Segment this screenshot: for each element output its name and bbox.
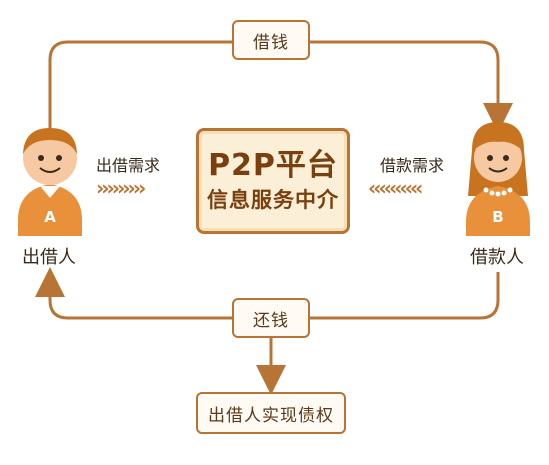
borrow-money-box: 借钱: [232, 20, 310, 60]
borrower-label: 借款人: [470, 247, 524, 268]
borrow-demand-arrow-icon: ‹‹‹‹‹‹‹‹‹‹: [368, 176, 423, 200]
repay-money-box: 还钱: [232, 298, 310, 338]
lender-avatar-icon: [18, 128, 82, 236]
repay-money-label: 还钱: [253, 310, 289, 331]
borrow-money-label: 借钱: [253, 32, 289, 53]
lender-claim-box: 出借人实现债权: [196, 392, 346, 434]
borrower-avatar-icon: [466, 122, 530, 236]
lend-demand-arrow-icon: ›››››››››: [96, 176, 146, 200]
p2p-platform-box: P2P平台 信息服务中介: [196, 128, 350, 234]
borrow-demand-label: 借款需求: [380, 156, 445, 175]
borrower-badge: B: [492, 208, 503, 226]
platform-subtitle: 信息服务中介: [207, 188, 339, 212]
lend-demand-label: 出借需求: [96, 156, 161, 175]
platform-title: P2P平台: [208, 148, 338, 183]
lender-claim-label: 出借人实现债权: [208, 405, 334, 426]
lender-badge: A: [44, 208, 56, 226]
lender-label: 出借人: [22, 247, 76, 268]
